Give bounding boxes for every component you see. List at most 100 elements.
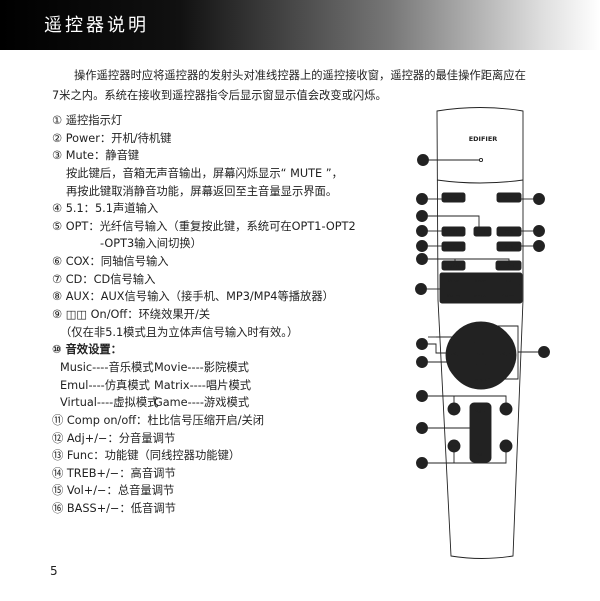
- svg-text:15: 15: [418, 425, 426, 433]
- list-item-detail: 按此键后，音箱无声音输出，屏幕闪烁显示“ MUTE ”，: [66, 166, 343, 180]
- svg-text:Func.: Func.: [475, 351, 486, 356]
- svg-text:Game: Game: [502, 294, 515, 299]
- list-item: ① 遥控指示灯: [52, 114, 123, 127]
- svg-text:10: 10: [417, 286, 425, 294]
- page-title: 遥控器说明: [44, 15, 149, 36]
- list-item: ④ 5.1：5.1声道输入: [52, 202, 159, 216]
- cox-button: COX: [496, 226, 522, 237]
- callout-7: 7: [416, 240, 428, 252]
- adj-minus-button: Adj -: [451, 351, 461, 356]
- callout-16: 16: [416, 457, 428, 469]
- mode-movie: Movie----影院模式: [154, 360, 249, 374]
- list-item-detail: -OPT3输入间切换）: [100, 237, 202, 251]
- list-item: ⑨ ◫◫ On/Off：环绕效果开/关: [52, 308, 211, 322]
- svg-text:5: 5: [419, 227, 424, 236]
- cd-button: CD: [441, 241, 466, 252]
- adj-plus-button: Adj +: [500, 351, 512, 356]
- intro-paragraph: 操作遥控器时应将遥控器的发射头对准线控器上的遥控接收窗，遥控器的最佳操作距离应在…: [52, 66, 552, 106]
- list-item: ⑭ TREB+/−：高音调节: [52, 466, 176, 480]
- list-item: ③ Mute：静音键: [52, 149, 140, 163]
- power-button: Power: [441, 192, 466, 203]
- mode-game: Game----游戏模式: [154, 396, 250, 410]
- opt-button: OPT: [441, 226, 466, 237]
- comp-off-button: Comp off: [471, 377, 490, 382]
- svg-text:11: 11: [540, 349, 548, 357]
- svg-text:12: 12: [418, 341, 426, 349]
- svg-text:Vol -: Vol -: [476, 452, 486, 457]
- callout-14: 14: [416, 390, 428, 402]
- callout-11: 11: [538, 346, 550, 358]
- svg-text:◫ Off: ◫ Off: [503, 264, 515, 269]
- callout-13: 13: [416, 356, 428, 368]
- func-button: Func.: [468, 340, 494, 366]
- list-item: ⑧ AUX：AUX信号输入（接手机、MP3/MP4等播放器）: [52, 290, 334, 304]
- list-item: ⑯ BASS+/−：低音调节: [52, 502, 176, 516]
- svg-text:3: 3: [536, 195, 541, 204]
- brand-logo: EDIFIER: [469, 135, 498, 143]
- callout-10: 10: [415, 283, 427, 295]
- svg-text:◫ On: ◫ On: [448, 264, 460, 269]
- list-item: ⑤ OPT：光纤信号输入（重复按此键，系统可在OPT1-OPT2: [52, 219, 356, 233]
- indicator-light: [478, 157, 484, 163]
- callout-12: 12: [416, 338, 428, 350]
- list-item: ⑫ Adj+/−：分音量调节: [52, 431, 176, 445]
- callout-4: 4: [416, 210, 428, 222]
- mode-emul: Emul----仿真模式: [60, 378, 150, 392]
- list-item: ⑦ CD：CD信号输入: [52, 272, 156, 286]
- callout-3: 3: [533, 193, 545, 205]
- mode-matrix: Matrix----唱片模式: [154, 378, 252, 392]
- comp-on-button: Comp on: [472, 324, 491, 329]
- mode-virtual: Virtual----虚拟模式: [60, 396, 159, 410]
- list-item: ② Power：开机/待机键: [52, 131, 172, 145]
- svg-text:AUX: AUX: [505, 245, 514, 250]
- virtual-button: Virtual: [468, 290, 493, 302]
- list-item: ⑩ 音效设置：: [52, 343, 122, 357]
- svg-text:MUTE: MUTE: [503, 196, 515, 201]
- mode-music: Music----音乐模式: [60, 360, 154, 374]
- page-number: 5: [50, 564, 58, 578]
- list-item: ⑮ Vol+/−：总音量调节: [52, 484, 175, 498]
- callout-leader-lines: [427, 159, 538, 464]
- display-window-edge: [436, 179, 524, 184]
- svg-text:CD: CD: [450, 245, 456, 250]
- list-item: ⑬ Func：功能键（同线控器功能键）: [52, 449, 241, 463]
- svg-text:Vol +: Vol +: [475, 409, 487, 414]
- callout-1: 1: [417, 154, 429, 166]
- svg-text:2: 2: [419, 195, 424, 204]
- music-button: Music: [441, 275, 466, 287]
- callout-15: 15: [416, 422, 428, 434]
- svg-text:13: 13: [418, 359, 426, 367]
- matrix-button: Matrix: [441, 290, 466, 302]
- intro-line-1: 操作遥控器时应将遥控器的发射头对准线控器上的遥控接收窗，遥控器的最佳操作距离应在: [74, 69, 526, 82]
- intro-line-2: 7米之内。系统在接收到遥控器指令后显示窗显示值会改变或闪烁。: [52, 89, 387, 102]
- callout-8: 8: [533, 240, 545, 252]
- treb-plus-button: TREB+: [499, 402, 513, 416]
- svg-text:TREB-: TREB-: [448, 408, 459, 412]
- svg-text:5.1: 5.1: [479, 230, 486, 235]
- bass-minus-button: BASS-: [447, 439, 461, 453]
- callout-5: 5: [416, 225, 428, 237]
- surround-off-button: ◫ Off: [495, 260, 522, 271]
- svg-text:4: 4: [419, 212, 424, 221]
- treb-minus-button: TREB-: [447, 402, 461, 416]
- svg-text:16: 16: [418, 460, 426, 468]
- mode-row: Music----音乐模式Movie----影院模式: [52, 359, 412, 377]
- callout-9: 9: [416, 253, 428, 265]
- mode-row: Virtual----虚拟模式Game----游戏模式: [52, 394, 412, 412]
- game-button: Game: [496, 290, 521, 302]
- aux-button: AUX: [496, 241, 522, 252]
- svg-text:7: 7: [419, 242, 424, 251]
- list-item-detail: 再按此键取消静音功能，屏幕返回至主音量显示界面。: [66, 184, 338, 198]
- page-header: 遥控器说明: [0, 0, 600, 50]
- callout-2: 2: [416, 193, 428, 205]
- mute-button: MUTE: [496, 192, 522, 203]
- list-item-detail: （仅在非5.1模式且为立体声信号输入时有效。）: [60, 325, 299, 339]
- svg-text:1: 1: [420, 156, 425, 165]
- svg-text:Emul: Emul: [503, 279, 514, 284]
- svg-text:BASS-: BASS-: [449, 445, 459, 449]
- svg-text:OPT: OPT: [449, 230, 458, 235]
- list-item: ⑪ Comp on/off：杜比信号压缩开启/关闭: [52, 413, 265, 427]
- svg-text:TREB+: TREB+: [499, 408, 511, 412]
- movie-button: Movie: [468, 275, 493, 287]
